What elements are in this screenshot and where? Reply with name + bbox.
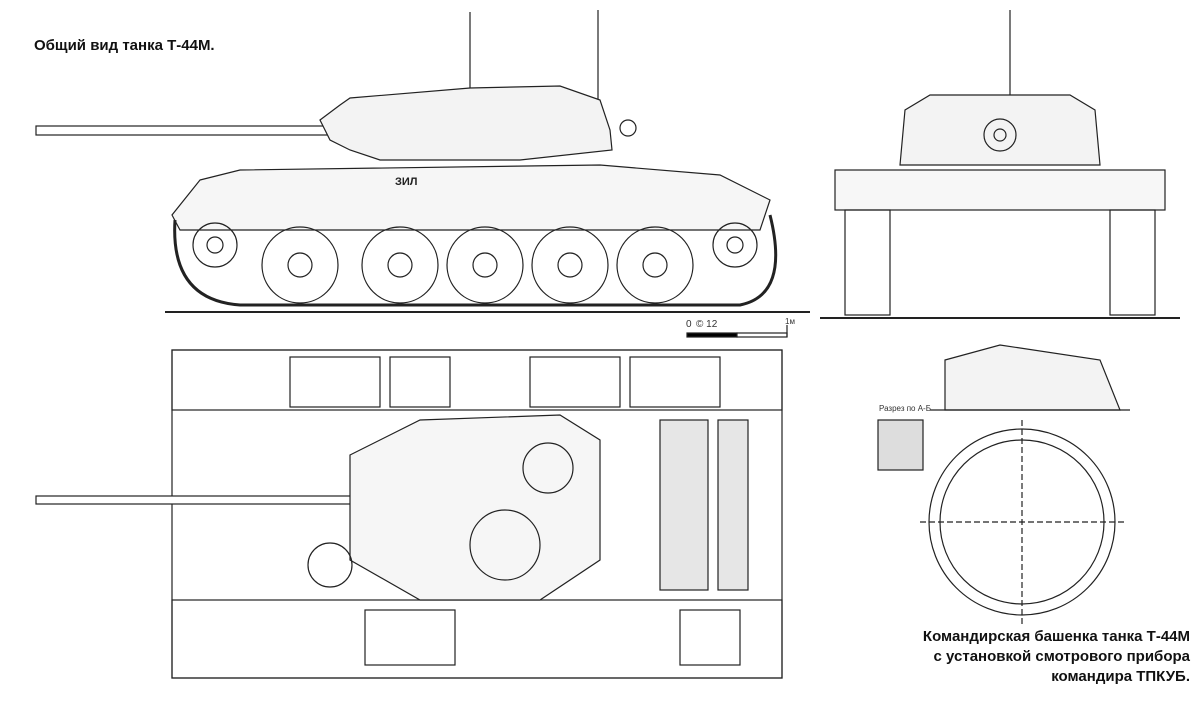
caption-line-2: с установкой смотрового прибора xyxy=(933,648,1190,665)
page-title: Общий вид танка Т-44М. xyxy=(34,37,215,54)
top-view xyxy=(35,349,783,679)
scale-zero: 0 xyxy=(686,319,692,330)
scale-signature: © 12 xyxy=(696,319,718,330)
front-view xyxy=(820,10,1180,319)
scale-end-label: 1м xyxy=(785,317,795,326)
road-wheels xyxy=(261,226,694,304)
caption-line-1: Командирская башенка танка Т-44М xyxy=(922,628,1190,645)
side-view xyxy=(35,10,810,313)
hull-marking: ЗИЛ xyxy=(395,176,418,188)
section-label: Разрез по А-Б xyxy=(879,404,931,413)
scale-bar xyxy=(686,325,788,338)
cupola-caption: Командирская башенка танка Т-44М с устан… xyxy=(870,627,1190,687)
cupola-views xyxy=(877,344,1130,625)
caption-line-3: командира ТПКУБ. xyxy=(1051,668,1190,685)
